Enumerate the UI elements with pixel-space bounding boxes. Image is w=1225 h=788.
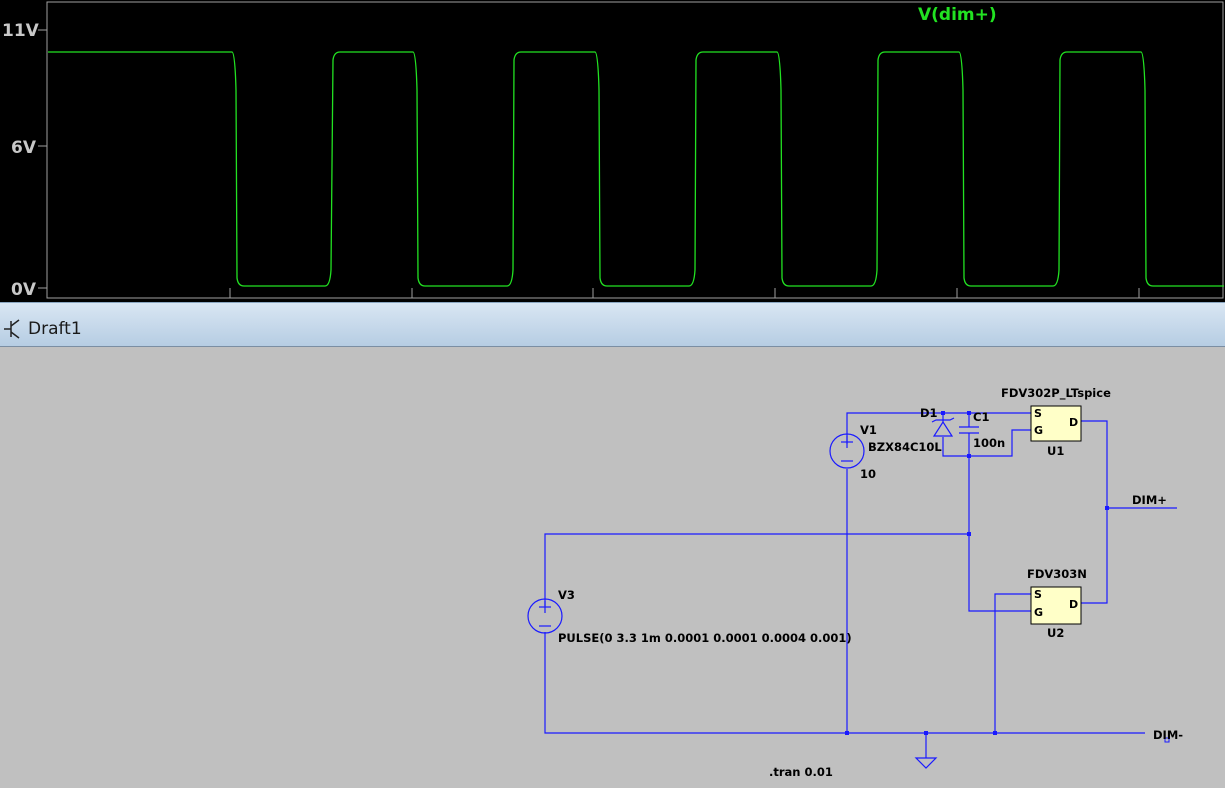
c1-value-label[interactable]: 100n xyxy=(973,436,1005,450)
transistor-icon xyxy=(4,319,20,339)
waveform-plot-pane[interactable]: 11V 6V 0V V(dim+) xyxy=(0,0,1225,302)
v1-value-label[interactable]: 10 xyxy=(860,467,876,481)
v3-value-label[interactable]: PULSE(0 3.3 1m 0.0001 0.0001 0.0004 0.00… xyxy=(558,631,852,645)
v1-name-label[interactable]: V1 xyxy=(860,423,877,437)
voltage-source-v3[interactable] xyxy=(527,598,563,634)
schematic-window-titlebar[interactable]: Draft1 xyxy=(0,302,1225,347)
waveform-plot[interactable]: 11V 6V 0V V(dim+) xyxy=(0,0,1225,302)
u2-model-label[interactable]: FDV303N xyxy=(1027,567,1087,581)
v3-name-label[interactable]: V3 xyxy=(558,588,575,602)
zener-diode-d1[interactable] xyxy=(931,413,955,437)
trace-v-dim-plus xyxy=(48,51,1224,287)
voltage-source-v1[interactable] xyxy=(829,433,865,469)
u2-pin-s: S xyxy=(1034,588,1042,601)
u2-pin-d: D xyxy=(1069,598,1078,611)
schematic-editor[interactable]: V1 10 V3 PULSE(0 3.3 1m 0.0001 0.0001 0.… xyxy=(0,347,1225,788)
u1-pin-g: G xyxy=(1034,424,1043,437)
x-ticks xyxy=(229,288,1140,298)
u1-model-label[interactable]: FDV302P_LTspice xyxy=(1001,386,1111,401)
u1-name-label[interactable]: U1 xyxy=(1047,444,1064,458)
y-tick-label-0: 0V xyxy=(11,280,37,300)
schematic-tab-title[interactable]: Draft1 xyxy=(28,319,82,339)
d1-name-label[interactable]: D1 xyxy=(920,406,938,420)
wires xyxy=(544,412,1177,758)
spice-directive[interactable]: .tran 0.01 xyxy=(769,765,833,779)
ground-symbol[interactable] xyxy=(914,757,938,769)
junction-dots xyxy=(845,411,1170,743)
d1-value-label[interactable]: BZX84C10L xyxy=(868,440,942,454)
mosfet-u2[interactable] xyxy=(1030,586,1082,625)
u1-pin-d: D xyxy=(1069,416,1078,429)
u2-name-label[interactable]: U2 xyxy=(1047,626,1064,640)
trace-title[interactable]: V(dim+) xyxy=(918,5,997,25)
capacitor-c1[interactable] xyxy=(959,413,979,456)
net-label-dim-minus[interactable]: DIM- xyxy=(1153,728,1183,742)
mosfet-u1[interactable] xyxy=(1030,405,1082,442)
y-tick-label-6: 6V xyxy=(11,138,37,158)
y-tick-label-11: 11V xyxy=(2,21,40,41)
c1-name-label[interactable]: C1 xyxy=(973,410,989,424)
plot-frame xyxy=(46,1,1224,299)
net-label-dim-plus[interactable]: DIM+ xyxy=(1132,493,1167,507)
u1-pin-s: S xyxy=(1034,407,1042,420)
u2-pin-g: G xyxy=(1034,606,1043,619)
schematic-canvas[interactable]: V1 10 V3 PULSE(0 3.3 1m 0.0001 0.0001 0.… xyxy=(0,347,1225,788)
